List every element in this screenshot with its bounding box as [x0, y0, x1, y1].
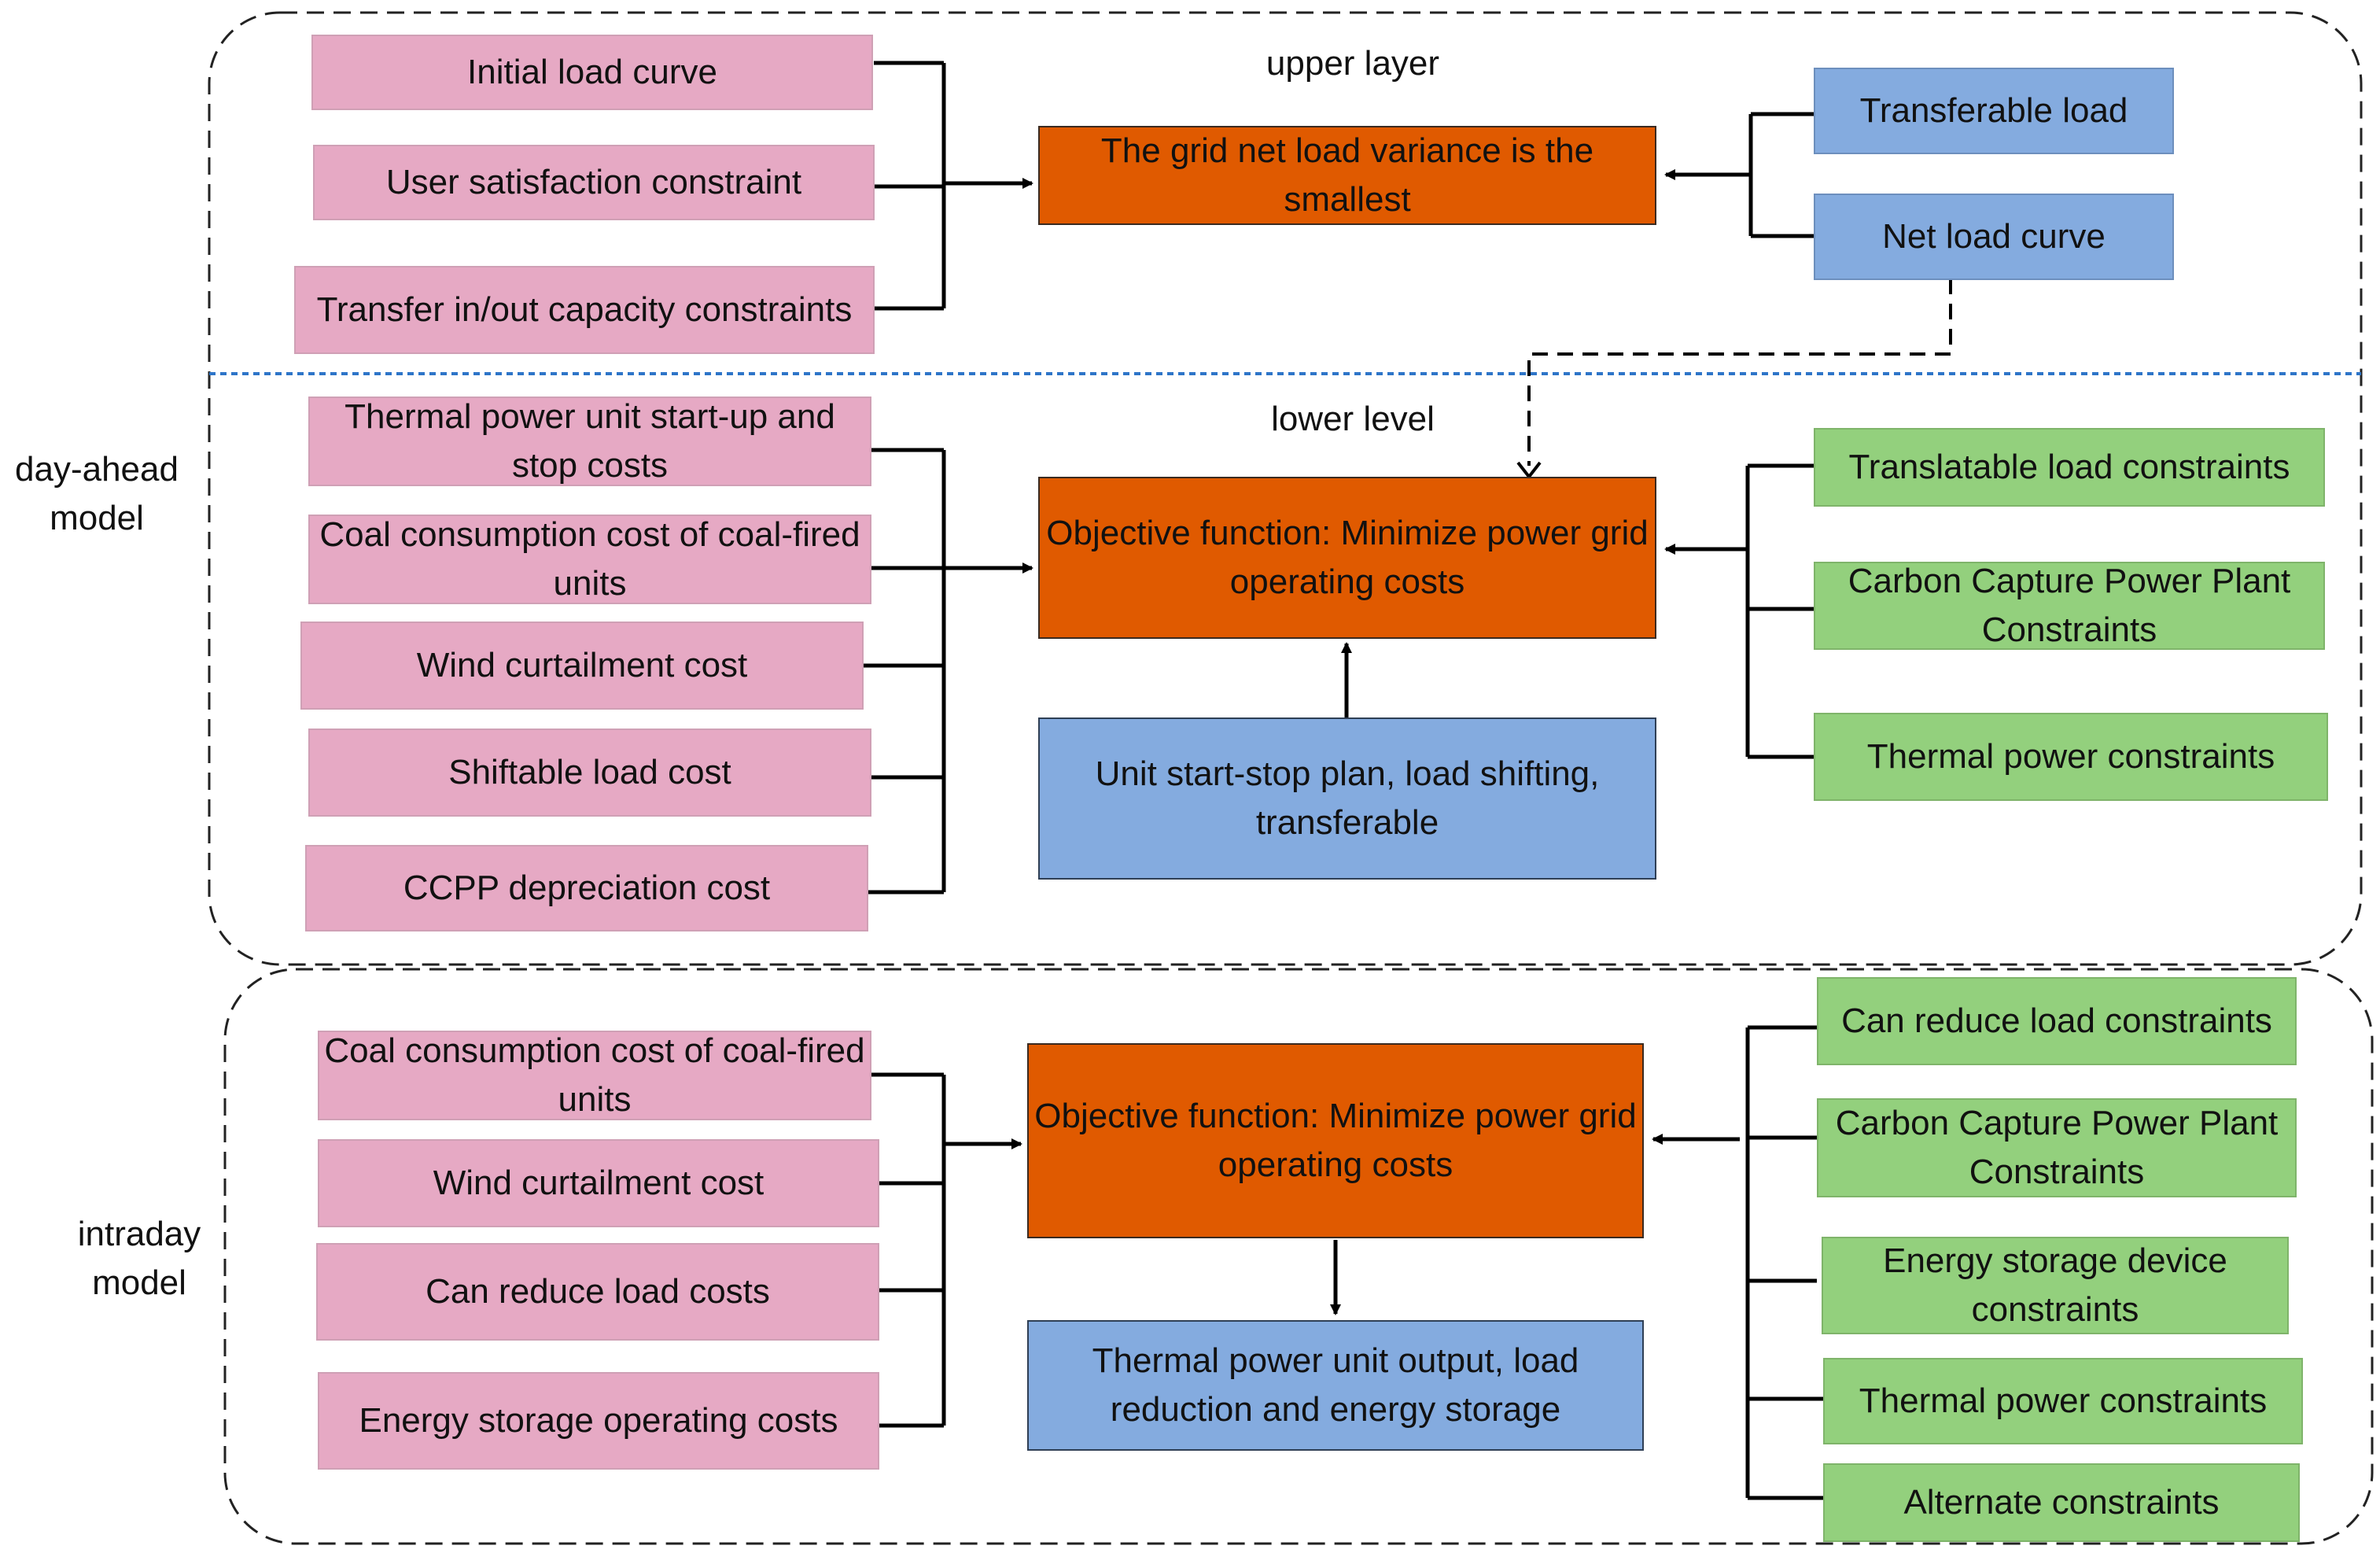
- energy-storage-device-constraints-box: Energy storage device constraints: [1822, 1237, 2289, 1334]
- day-ahead-label: day-ahead model: [15, 450, 179, 537]
- can-reduce-load-costs-box: Can reduce load costs: [316, 1243, 879, 1341]
- intraday-objective-box: Objective function: Minimize power grid …: [1027, 1043, 1644, 1238]
- can-reduce-load-constraints-box: Can reduce load constraints: [1817, 977, 2297, 1065]
- energy-storage-operating-costs-box: Energy storage operating costs: [318, 1372, 879, 1470]
- intraday-thermal-power-constraints-box: Thermal power constraints: [1823, 1358, 2303, 1444]
- net-load-dashed-link: [1527, 279, 1952, 466]
- shiftable-load-cost-box: Shiftable load cost: [308, 729, 871, 817]
- initial-load-curve-box: Initial load curve: [311, 35, 873, 110]
- carbon-capture-constraints-box: Carbon Capture Power Plant Constraints: [1814, 562, 2325, 650]
- upper-right-connector: [1664, 112, 1814, 238]
- transfer-capacity-box: Transfer in/out capacity constraints: [294, 266, 875, 354]
- lower-output-box: Unit start-stop plan, load shifting, tra…: [1038, 717, 1656, 880]
- alternate-constraints-box: Alternate constraints: [1823, 1463, 2300, 1542]
- lower-level-label: lower level: [1271, 400, 1435, 438]
- lower-left-connector: [864, 448, 1033, 895]
- intraday-right-connector: [1652, 1025, 1823, 1500]
- transferable-load-box: Transferable load: [1814, 68, 2174, 154]
- upper-objective-box: The grid net load variance is the smalle…: [1038, 126, 1656, 225]
- startup-stop-cost-box: Thermal power unit start-up and stop cos…: [308, 397, 871, 486]
- day-ahead-frame: [208, 11, 2363, 966]
- coal-consumption-cost-box: Coal consumption cost of coal-fired unit…: [308, 515, 871, 604]
- wind-curtailment-cost-box: Wind curtailment cost: [300, 622, 864, 710]
- thermal-power-constraints-box: Thermal power constraints: [1814, 713, 2328, 801]
- lower-right-connector: [1664, 463, 1814, 759]
- intraday-wind-curtailment-cost-box: Wind curtailment cost: [318, 1139, 879, 1227]
- lower-objective-box: Objective function: Minimize power grid …: [1038, 477, 1656, 639]
- translatable-load-constraints-box: Translatable load constraints: [1814, 428, 2325, 507]
- intraday-carbon-capture-constraints-box: Carbon Capture Power Plant Constraints: [1817, 1098, 2297, 1197]
- intraday-coal-consumption-cost-box: Coal consumption cost of coal-fired unit…: [318, 1031, 871, 1120]
- intraday-output-box: Thermal power unit output, load reductio…: [1027, 1320, 1644, 1451]
- net-load-curve-box: Net load curve: [1814, 194, 2174, 280]
- intraday-left-connector: [871, 1072, 1022, 1428]
- upper-layer-label: upper layer: [1266, 44, 1440, 83]
- intraday-frame: [223, 968, 2374, 1545]
- user-satisfaction-box: User satisfaction constraint: [313, 145, 875, 220]
- upper-left-connector: [874, 61, 1033, 311]
- ccpp-depreciation-cost-box: CCPP depreciation cost: [305, 845, 868, 931]
- intraday-label: intraday model: [77, 1215, 201, 1302]
